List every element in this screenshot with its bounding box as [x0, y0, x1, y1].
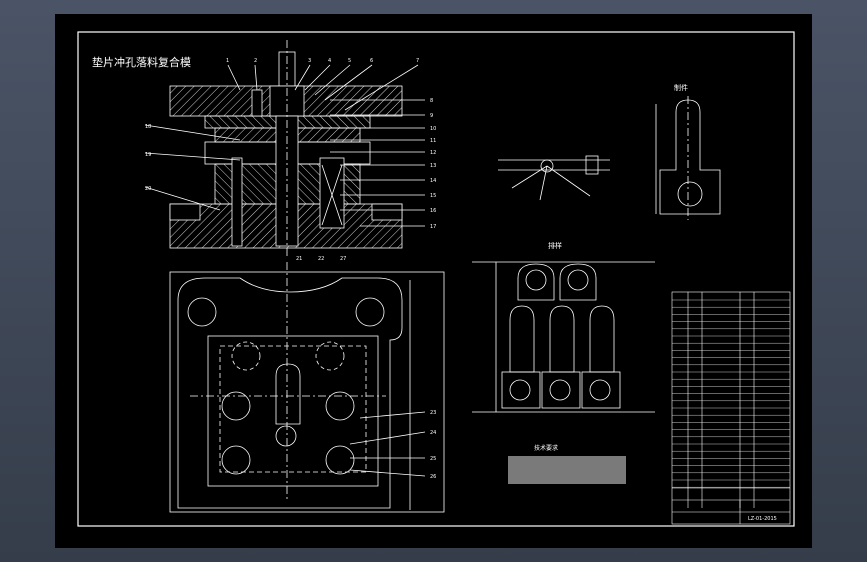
- callout-number: 3: [308, 58, 311, 64]
- strip-layout: 排样: [472, 241, 655, 413]
- callout-number: 11: [430, 138, 436, 144]
- paper: [55, 14, 812, 548]
- callout-number: 24: [430, 430, 436, 436]
- callout-number: 27: [340, 256, 346, 262]
- section-view: [144, 40, 425, 258]
- callout-number: 22: [318, 256, 324, 262]
- callout-number: 21: [296, 256, 302, 262]
- part-label: 制件: [674, 83, 688, 92]
- strip-label: 排样: [548, 241, 562, 250]
- callout-number: 13: [430, 163, 436, 169]
- callout-number: 12: [430, 150, 436, 156]
- callout-number: 16: [430, 208, 436, 214]
- callout-number: 14: [430, 178, 436, 184]
- callout-number: 6: [370, 58, 373, 64]
- callout-number: 19: [145, 152, 151, 158]
- callout-number: 4: [328, 58, 331, 64]
- drawing-number: LZ-01-2015: [748, 516, 777, 522]
- plan-view: [169, 262, 445, 513]
- parts-list-rows: [672, 299, 790, 488]
- technical-notes: 技术要求: [508, 444, 626, 484]
- callout-number: 26: [430, 474, 436, 480]
- drawing-title: 垫片冲孔落料复合模: [92, 55, 191, 69]
- callout-number: 5: [348, 58, 351, 64]
- callout-number: 10: [430, 126, 436, 132]
- tech-req-label: 技术要求: [534, 444, 558, 452]
- callout-number: 9: [430, 113, 433, 119]
- detail-view: [498, 155, 610, 201]
- callout-number: 20: [145, 186, 151, 192]
- part-view: 制件: [655, 83, 721, 220]
- inner-border: [77, 31, 795, 527]
- callout-number: 23: [430, 410, 436, 416]
- notes-text-block: [508, 456, 626, 484]
- callout-number: 2: [254, 58, 257, 64]
- callout-number: 17: [430, 224, 436, 230]
- callout-number: 15: [430, 193, 436, 199]
- callout-number: 7: [416, 58, 419, 64]
- callout-number: 8: [430, 98, 433, 104]
- callout-number: 25: [430, 456, 436, 462]
- callout-number: 18: [145, 124, 151, 130]
- callout-number: 1: [226, 58, 229, 64]
